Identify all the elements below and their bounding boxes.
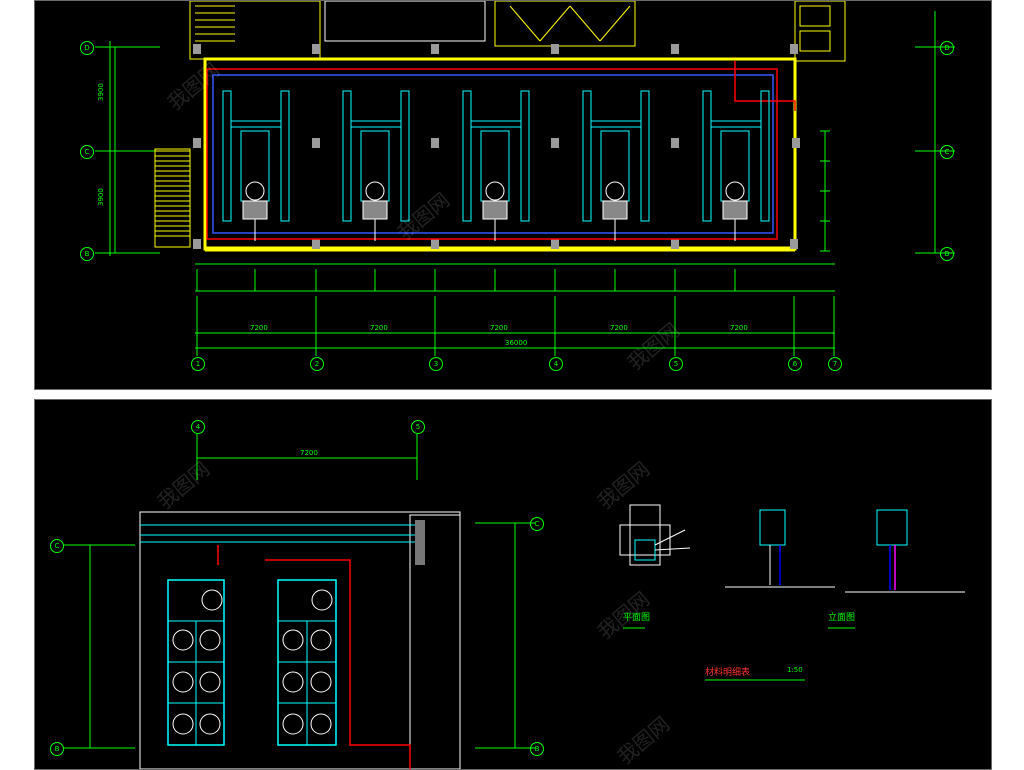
axis-bubble-row-c-left: C [80,145,94,159]
watermark-text-7: 我图网 [613,712,674,769]
svg-text:7200: 7200 [730,324,748,332]
svg-text:7200: 7200 [610,324,628,332]
table-scale-note: 1:50 [787,666,803,674]
axis-bubble-col-7: 7 [828,357,842,371]
axis-bubble-row-c-left: C [50,539,64,553]
ahu-unit-1 [222,90,290,241]
cooling-tower-group-right [277,579,337,746]
axis-bubble-row-d-left: D [80,41,94,55]
detail-plan-view [619,504,691,566]
detail-elevation-view [725,509,965,593]
svg-text:3900: 3900 [97,83,105,101]
svg-text:36000: 36000 [505,339,527,347]
axis-bubble-row-b-right: B [530,742,544,756]
axis-bubble-row-b-left: B [50,742,64,756]
bottom-equipment-room-panel: 7200 [34,399,992,770]
plan-view-caption: 平面图 [623,613,651,623]
svg-text:7200: 7200 [250,324,268,332]
axis-bubble-col-3: 3 [429,357,443,371]
axis-bubble-col-5: 5 [669,357,683,371]
axis-bubble-col-6: 6 [788,357,802,371]
axis-bubble-row-d-right: D [940,41,954,55]
ahu-unit-5 [702,90,770,241]
ahu-unit-4 [582,90,650,241]
axis-bubble-col-4: 4 [549,357,563,371]
watermark-text-1: 我图网 [163,58,224,115]
table-title: 材料明细表 [705,668,751,678]
axis-bubble-col-4-top: 4 [191,420,205,434]
svg-text:7200: 7200 [490,324,508,332]
svg-text:7200: 7200 [300,449,318,457]
svg-text:7200: 7200 [370,324,388,332]
bottom-equipment-room-drawing: 7200 [63,433,965,769]
ahu-unit-2 [342,90,410,241]
watermark-text-2: 我图网 [393,188,454,245]
axis-bubble-col-1: 1 [191,357,205,371]
cooling-tower-group-left [167,579,225,746]
svg-text:3900: 3900 [97,188,105,206]
air-handling-units [222,90,770,241]
axis-bubble-row-b-right: B [940,247,954,261]
axis-bubble-col-2: 2 [310,357,324,371]
top-floor-plan-drawing: 3900 3900 [95,1,955,375]
watermark-text-4: 我图网 [153,457,214,514]
elevation-view-caption: 立面图 [828,613,856,623]
axis-bubble-row-c-right: C [530,517,544,531]
axis-bubble-col-5-top: 5 [411,420,425,434]
ahu-unit-3 [462,90,530,241]
top-floor-plan-panel: 3900 3900 [34,0,992,390]
axis-bubble-row-b-left: B [80,247,94,261]
axis-bubble-row-c-right: C [940,145,954,159]
